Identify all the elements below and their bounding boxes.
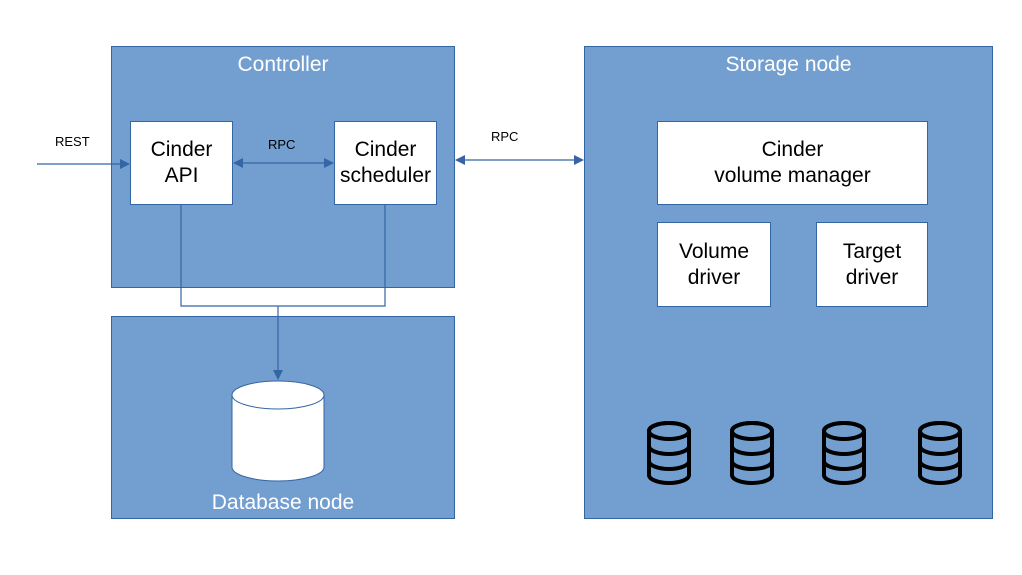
inter-rpc-label: RPC <box>491 129 519 144</box>
database-cylinder <box>231 380 325 482</box>
db-connector-lines <box>180 205 386 307</box>
controller-title: Controller <box>237 53 329 76</box>
target-driver-box: Target driver <box>816 222 928 307</box>
volume-driver-box: Volume driver <box>657 222 771 307</box>
target-driver-line2: driver <box>845 265 899 289</box>
volume-driver-line1: Volume <box>678 239 750 263</box>
database-node-title: Database node <box>211 491 355 514</box>
target-driver-line1: Target <box>842 239 902 263</box>
cinder-api-box: Cinder API <box>130 121 233 205</box>
storage-node-title: Storage node <box>725 53 852 76</box>
cinder-scheduler-line2: scheduler <box>339 164 432 187</box>
rest-label: REST <box>55 134 90 149</box>
controller-rpc-label: RPC <box>268 137 296 152</box>
disk-icon <box>822 421 866 485</box>
disk-icon <box>647 421 691 485</box>
cinder-scheduler-line1: Cinder <box>354 138 417 161</box>
volume-manager-box: Cinder volume manager <box>657 121 928 205</box>
disk-icon <box>918 421 962 485</box>
cinder-api-line1: Cinder <box>150 138 213 161</box>
disk-icon <box>730 421 774 485</box>
cinder-scheduler-box: Cinder scheduler <box>334 121 437 205</box>
cinder-api-line2: API <box>164 164 199 187</box>
volume-driver-line2: driver <box>687 265 741 289</box>
database-node-panel: Database node <box>111 316 455 519</box>
volume-manager-line2: volume manager <box>714 164 871 187</box>
volume-manager-line1: Cinder <box>761 138 824 161</box>
